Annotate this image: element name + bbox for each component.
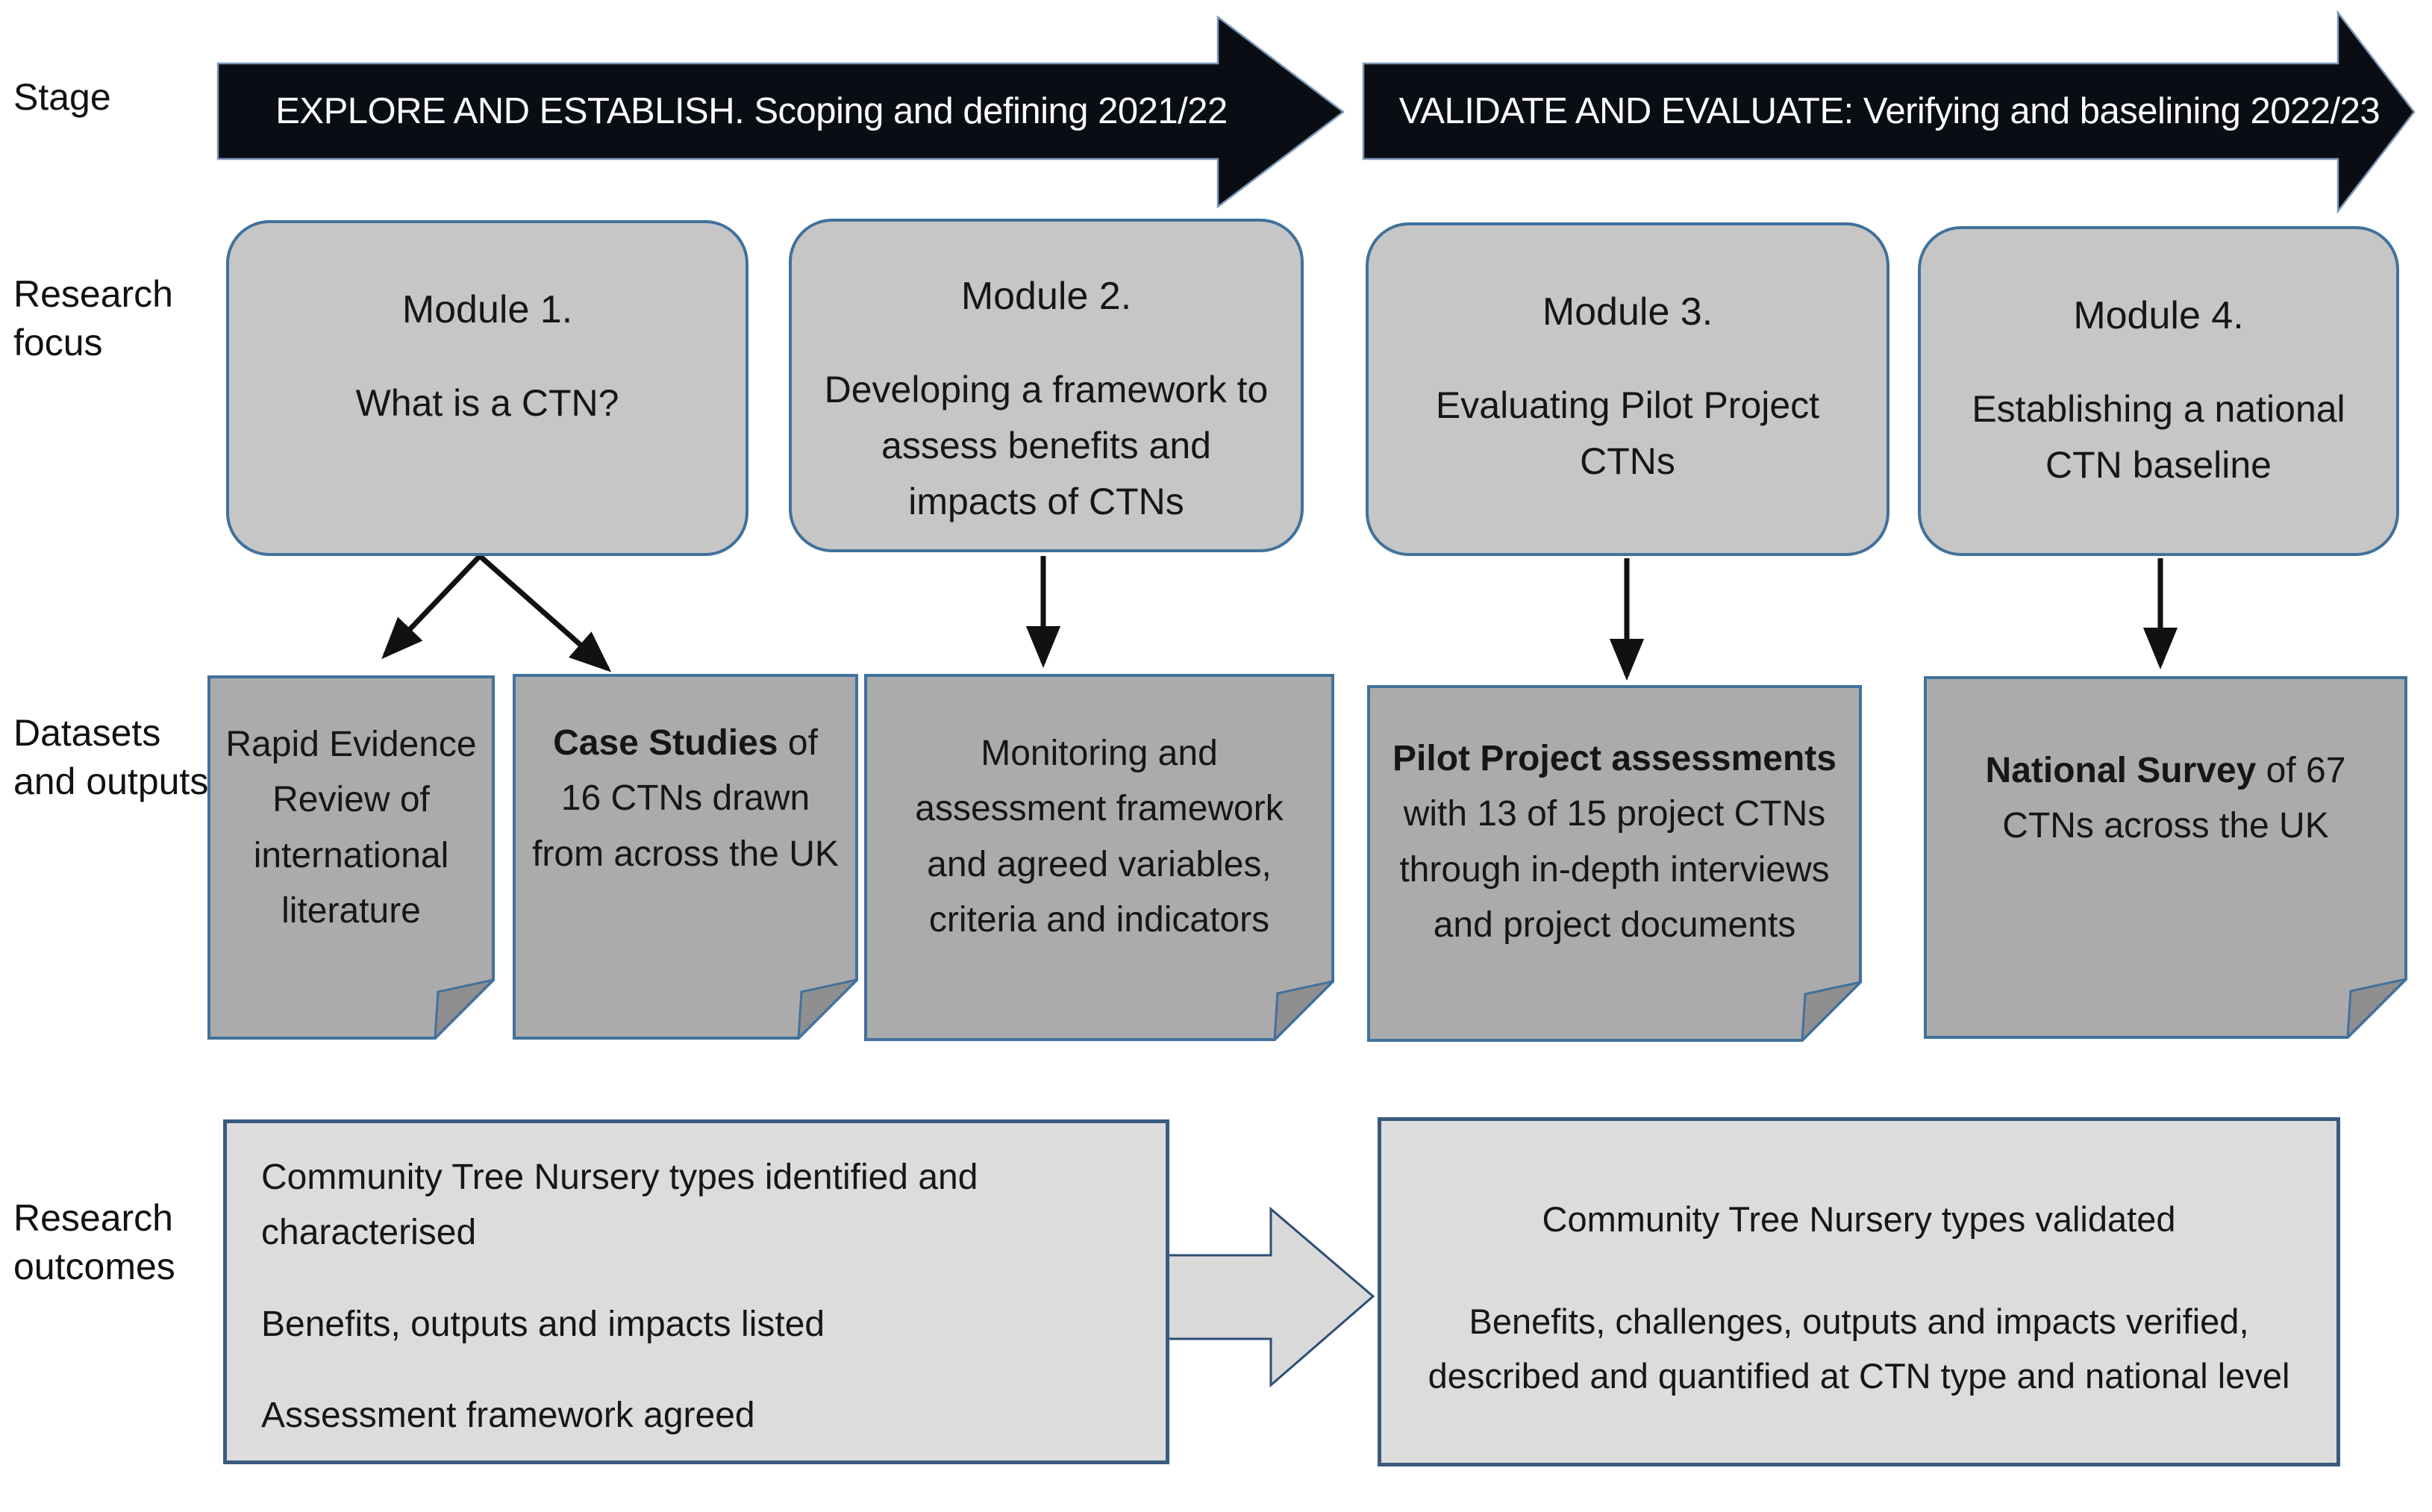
note-shape: [207, 675, 495, 1040]
module-3-title: Module 3.: [1542, 290, 1713, 334]
module-4-box: Module 4. Establishing a national CTN ba…: [1918, 226, 2399, 556]
row-label-research-outcomes: Research outcomes: [13, 1197, 175, 1287]
note-monitoring-framework: Monitoring and assessment framework and …: [864, 674, 1334, 1041]
note-shape: [513, 674, 858, 1040]
note-text: Monitoring and assessment framework and …: [864, 674, 1334, 1041]
note-text: National Survey of 67 CTNs across the UK: [1924, 676, 2407, 1039]
stage-1-label: EXPLORE AND ESTABLISH. Scoping and defin…: [275, 91, 1228, 131]
outcome-paragraph: Community Tree Nursery types validated: [1542, 1199, 2176, 1239]
outcome-paragraph: Benefits, outputs and impacts listed: [261, 1304, 825, 1344]
note-rapid-evidence-review: Rapid Evidence Review of international l…: [207, 675, 495, 1040]
note-shape: [864, 674, 1334, 1041]
note-national-survey: National Survey of 67 CTNs across the UK: [1924, 676, 2407, 1039]
module-3-box: Module 3. Evaluating Pilot Project CTNs: [1366, 222, 1889, 556]
note-text: Case Studies of 16 CTNs drawn from acros…: [513, 674, 858, 1040]
note-text-bold: Pilot Project assessments: [1392, 739, 1836, 778]
note-pilot-project-assessments: Pilot Project assessments with 13 of 15 …: [1367, 685, 1862, 1042]
note-text: Pilot Project assessments with 13 of 15 …: [1367, 685, 1862, 1042]
module-3-body: Evaluating Pilot Project CTNs: [1435, 384, 1820, 482]
row-label-datasets-outputs: Datasets and outputs: [13, 712, 209, 802]
module-4-title: Module 4.: [2073, 294, 2244, 337]
note-text-rest: Rapid Evidence Review of international l…: [225, 725, 477, 931]
outcome-paragraph: Community Tree Nursery types identified …: [261, 1158, 978, 1253]
row-label-research-focus: Research focus: [13, 273, 173, 363]
outcomes-block-arrow: [1165, 1206, 1375, 1388]
note-case-studies: Case Studies of 16 CTNs drawn from acros…: [513, 674, 858, 1040]
outcome-paragraph: Benefits, challenges, outputs and impact…: [1428, 1301, 2290, 1396]
module-2-title: Module 2.: [960, 275, 1132, 318]
note-text-rest: Monitoring and assessment framework and …: [915, 734, 1284, 940]
connector-module1-note2: [478, 554, 612, 672]
note-shape: [1924, 676, 2407, 1039]
module-2-box: Module 2. Developing a framework to asse…: [789, 219, 1304, 552]
module-1-title: Module 1.: [401, 288, 573, 331]
outcome-paragraph: Assessment framework agreed: [261, 1396, 755, 1436]
module-4-body: Establishing a national CTN baseline: [1972, 388, 2345, 486]
stage-arrow-1: [216, 15, 1345, 209]
note-text-bold: Case Studies: [553, 723, 778, 763]
note-shape: [1367, 685, 1862, 1042]
outcomes-explore-box: Community Tree Nursery types identified …: [223, 1119, 1169, 1464]
outcomes-validate-box: Community Tree Nursery types validated B…: [1378, 1117, 2340, 1466]
note-text-rest: of 67 CTNs across the UK: [2002, 751, 2346, 846]
note-text: Rapid Evidence Review of international l…: [207, 675, 495, 1040]
note-text-rest: with 13 of 15 project CTNs through in-de…: [1399, 794, 1830, 946]
note-text-rest: of 16 CTNs drawn from across the UK: [532, 723, 839, 874]
row-label-stage: Stage: [13, 76, 111, 118]
stage-2-label: VALIDATE AND EVALUATE: Verifying and bas…: [1398, 91, 2381, 131]
note-text-bold: National Survey: [1985, 751, 2257, 790]
module-1-body: What is a CTN?: [355, 382, 619, 424]
module-2-body: Developing a framework to assess benefit…: [824, 369, 1269, 522]
module-1-box: Module 1. What is a CTN?: [226, 220, 748, 556]
connector-module1-note1: [381, 554, 482, 660]
stage-arrow-2: [1362, 10, 2416, 214]
